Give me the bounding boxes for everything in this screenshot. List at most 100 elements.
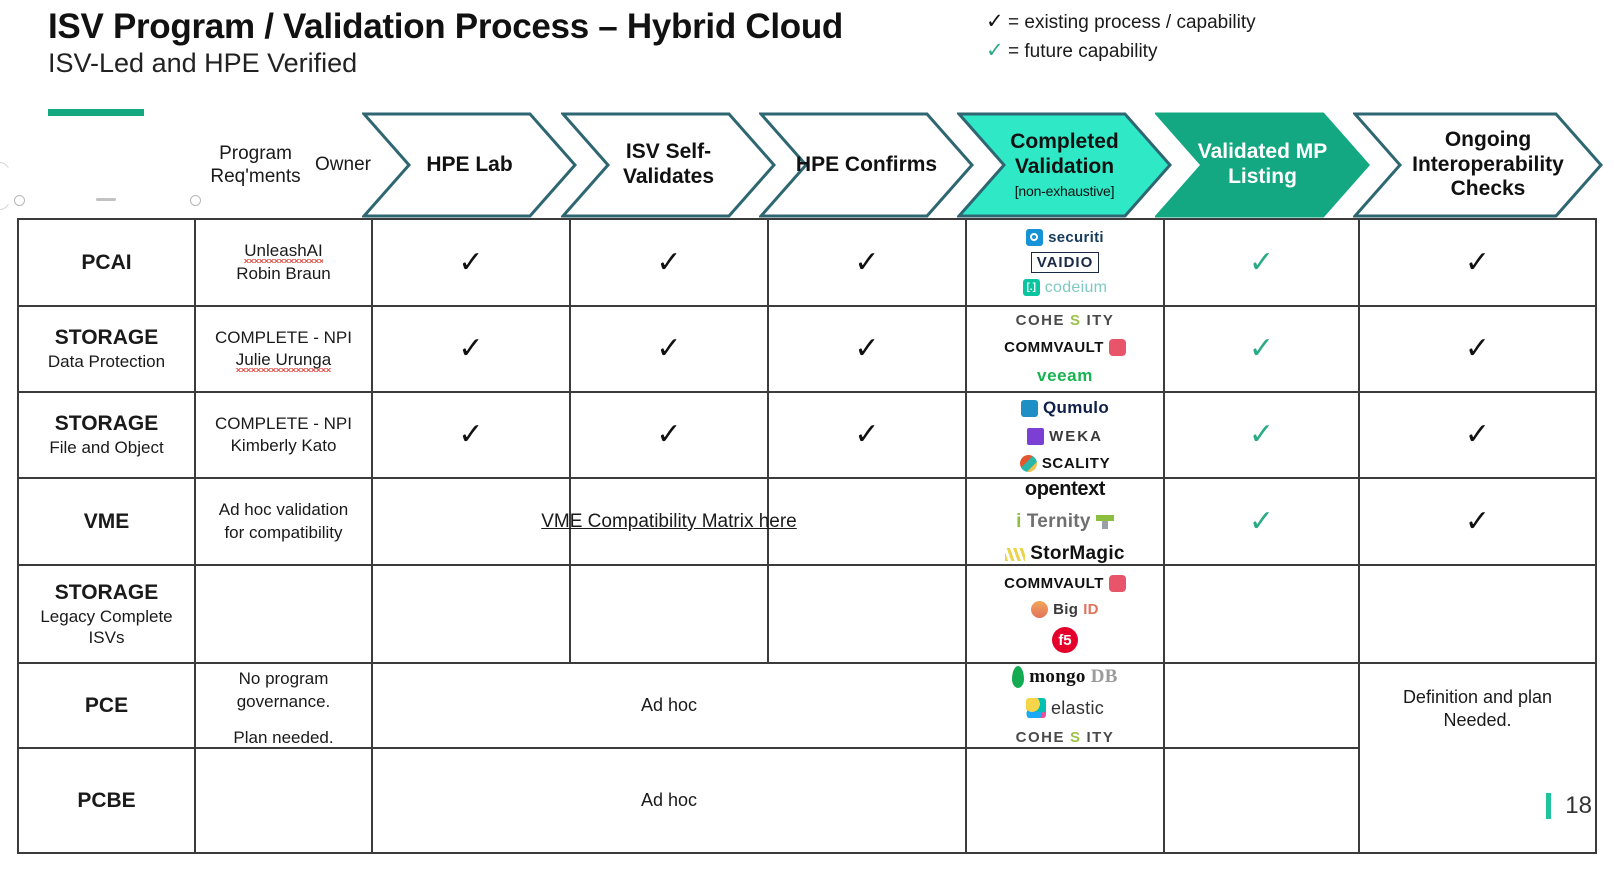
page-number-group: 18 xyxy=(1546,792,1592,820)
check-icon: ✓ xyxy=(656,331,682,366)
chevron-hpe-confirms[interactable]: HPE Confirms xyxy=(759,112,974,218)
grid-line-vertical xyxy=(965,220,967,852)
logo-f5: f5 xyxy=(1051,627,1078,653)
owner-note-line3: Plan needed. xyxy=(233,728,334,748)
cell-validated-mp-pce xyxy=(1165,664,1358,747)
ongoing-note-line2: Needed. xyxy=(1443,710,1512,730)
chevron-completed-validation[interactable]: Completed Validation [non-exhaustive] xyxy=(957,112,1172,218)
chevron-isv-self-validates[interactable]: ISV Self- Validates xyxy=(561,112,776,218)
segment-subtitle-line2: ISVs xyxy=(88,627,125,647)
logo-vaidio: VAIDIO xyxy=(1030,251,1100,273)
segment-title: PCAI xyxy=(81,250,132,274)
check-icon: ✓ xyxy=(458,244,484,280)
cell-ongoing-storage-fo: ✓ xyxy=(1360,393,1595,477)
segment-title: STORAGE xyxy=(54,580,159,604)
table-row-segment-pcai: PCAI xyxy=(19,220,194,305)
owner-status: COMPLETE - NPI xyxy=(215,327,352,347)
logo-scality: SCALITY xyxy=(1019,455,1110,472)
logo-qumulo: Qumulo xyxy=(1020,398,1109,418)
logo-securiti: securiti xyxy=(1026,228,1104,246)
table-row-segment-pce: PCE xyxy=(19,664,194,747)
cell-logos-pcbe xyxy=(967,749,1163,852)
legend-label-future: = future capability xyxy=(1008,40,1158,62)
cell-hpe-lab-storage-legacy xyxy=(373,566,569,662)
cell-ongoing-vme: ✓ xyxy=(1360,479,1595,564)
segment-title: PCE xyxy=(84,693,129,717)
legend: ✓ = existing process / capability ✓ = fu… xyxy=(986,8,1256,66)
check-icon: ✓ xyxy=(1464,331,1491,366)
check-icon: ✓ xyxy=(1248,503,1275,539)
segment-title: STORAGE xyxy=(54,326,159,350)
check-icon: ✓ xyxy=(1464,417,1491,452)
cell-ongoing-definition-needed: Definition and plan Needed. xyxy=(1360,566,1595,852)
cell-hpe-confirms-storage-legacy xyxy=(769,566,965,662)
cell-owner-storage-data-protection: COMPLETE - NPI Julie Urunga xyxy=(196,307,371,391)
check-icon: ✓ xyxy=(1248,244,1275,280)
page-number: 18 xyxy=(1565,792,1592,819)
chevron-hpe-lab[interactable]: HPE Lab xyxy=(362,112,577,218)
selection-handle-middle[interactable] xyxy=(96,198,116,201)
cell-isv-self-pcai: ✓ xyxy=(571,220,767,305)
check-icon: ✓ xyxy=(986,38,1004,62)
table-row-segment-storage-legacy: STORAGE Legacy Complete ISVs xyxy=(19,566,194,662)
process-chevron-band: Program Req'ments Owner HPE Lab ISV Self… xyxy=(0,112,1614,218)
cell-isv-self-storage-legacy xyxy=(571,566,767,662)
check-icon: ✓ xyxy=(854,244,880,280)
logo-codeium: [.] codeium xyxy=(1022,279,1108,297)
grid-line-vertical xyxy=(569,220,571,662)
grid-line-horizontal xyxy=(19,747,1358,749)
check-icon: ✓ xyxy=(458,417,484,452)
vme-compatibility-matrix-link[interactable]: VME Compatibility Matrix here xyxy=(541,510,797,532)
check-icon: ✓ xyxy=(854,331,880,366)
owner-note-line1: Ad hoc validation xyxy=(218,500,349,520)
grid-line-horizontal xyxy=(19,305,1595,307)
segment-title: PCBE xyxy=(77,788,136,812)
cell-validated-mp-pcai: ✓ xyxy=(1165,220,1358,305)
segment-subtitle: File and Object xyxy=(49,438,164,458)
chevron-ongoing-interoperability[interactable]: Ongoing Interoperability Checks xyxy=(1353,112,1603,218)
logo-veeam: veeam xyxy=(1037,366,1093,385)
cell-validated-mp-storage-fo: ✓ xyxy=(1165,393,1358,477)
cell-hpe-confirms-storage-dp: ✓ xyxy=(769,307,965,391)
owner-name-line1: UnleashAI xyxy=(244,241,323,263)
cell-isv-self-storage-fo: ✓ xyxy=(571,393,767,477)
selection-handle-left[interactable] xyxy=(14,195,25,206)
segment-subtitle: Data Protection xyxy=(47,352,166,372)
cell-pcbe-ad-hoc: Ad hoc xyxy=(373,749,965,852)
logo-commvault: COMMVAULT xyxy=(1004,575,1126,592)
selection-handle-right[interactable] xyxy=(190,195,201,206)
grid-line-vertical xyxy=(194,220,196,852)
page-title: ISV Program / Validation Process – Hybri… xyxy=(48,7,844,46)
cell-vme-compatibility-matrix[interactable]: VME Compatibility Matrix here xyxy=(373,479,965,564)
cell-hpe-lab-storage-fo: ✓ xyxy=(373,393,569,477)
cell-hpe-lab-storage-dp: ✓ xyxy=(373,307,569,391)
legend-item-future: ✓ = future capability xyxy=(986,37,1256,66)
cell-owner-storage-file-object: COMPLETE - NPI Kimberly Kato xyxy=(196,393,371,477)
table-row-segment-vme: VME xyxy=(19,479,194,564)
check-icon: ✓ xyxy=(854,417,880,452)
owner-name: Julie Urunga xyxy=(235,350,332,372)
segment-subtitle-line1: Legacy Complete xyxy=(40,606,173,626)
cell-owner-vme: Ad hoc validation for compatibility xyxy=(196,479,371,564)
cell-validated-mp-pcbe xyxy=(1165,749,1358,852)
cell-hpe-confirms-pcai: ✓ xyxy=(769,220,965,305)
grid-line-horizontal xyxy=(19,477,1595,479)
column-header-owner: Program Req'ments Owner xyxy=(196,112,371,218)
cell-owner-no-governance: No program governance. Plan needed. xyxy=(196,566,371,852)
owner-note-line2: for compatibility xyxy=(224,522,343,542)
owner-status: COMPLETE - NPI xyxy=(215,413,352,433)
check-icon: ✓ xyxy=(656,244,682,280)
logo-stormagic: StorMagic xyxy=(1005,543,1125,565)
chevron-validated-mp-listing[interactable]: Validated MP Listing xyxy=(1155,112,1370,218)
check-icon: ✓ xyxy=(458,331,484,366)
legend-item-existing: ✓ = existing process / capability xyxy=(986,8,1256,37)
segment-title: STORAGE xyxy=(54,412,159,436)
cell-validated-mp-vme: ✓ xyxy=(1165,479,1358,564)
